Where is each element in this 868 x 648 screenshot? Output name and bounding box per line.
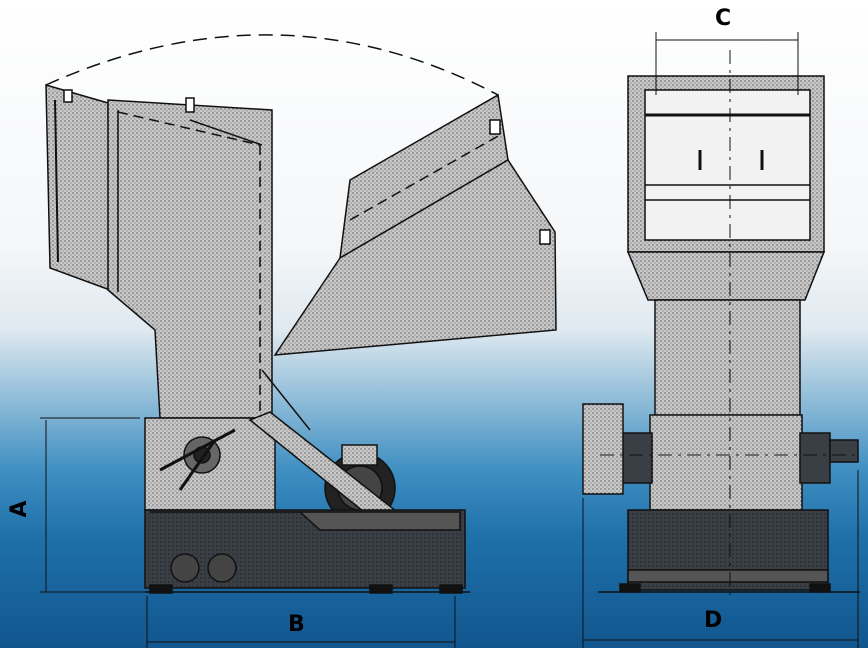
front-chamber	[649, 414, 803, 511]
dimension-d-line	[582, 470, 859, 648]
front-hopper-taper	[626, 251, 826, 301]
dimension-c-line	[655, 32, 799, 95]
lid-swing-arc	[45, 34, 499, 96]
dimension-c-label: C	[715, 6, 732, 31]
front-throat	[654, 299, 801, 416]
dimension-a-label: A	[7, 500, 32, 518]
front-view	[582, 50, 860, 600]
front-motor-guard	[582, 403, 624, 495]
dimension-a-line	[40, 417, 145, 593]
hopper-lid-lower	[273, 158, 557, 356]
dimension-b-line	[146, 596, 456, 648]
hopper-body	[107, 99, 273, 419]
dimension-b-label: B	[288, 612, 305, 637]
dimension-d-label: D	[704, 608, 723, 633]
side-view	[45, 34, 557, 594]
